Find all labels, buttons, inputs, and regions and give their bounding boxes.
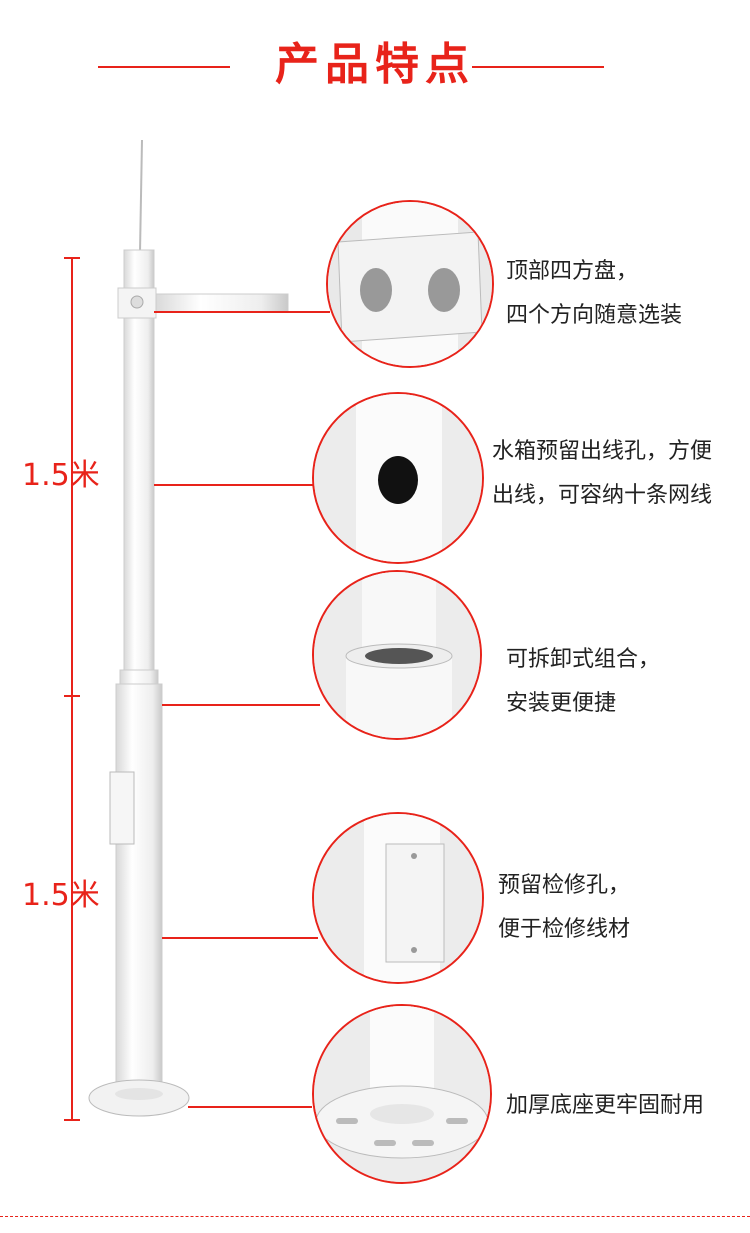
feature-line: 预留检修孔，	[498, 873, 631, 898]
detail-circle-inspection-hole	[312, 812, 484, 984]
detail-circle-detachable-joint	[312, 570, 482, 740]
title-left-line	[98, 66, 230, 68]
feature-line: 水箱预留出线孔，方便	[492, 439, 713, 464]
feature-line: 可拆卸式组合，	[506, 647, 661, 672]
feature-line: 安装更便捷	[506, 691, 617, 716]
bottom-divider	[0, 1216, 750, 1217]
feature-base: 加厚底座更牢固耐用	[506, 1084, 704, 1128]
feature-inspection-hole: 预留检修孔， 便于检修线材	[498, 864, 630, 952]
feature-line: 便于检修线材	[498, 917, 631, 942]
antenna	[139, 139, 143, 253]
feature-line: 四个方向随意选装	[506, 303, 683, 328]
title-right-line	[472, 66, 604, 68]
feature-line: 加厚底座更牢固耐用	[506, 1093, 705, 1118]
inspection-panel	[109, 771, 135, 845]
lower-pole	[115, 683, 163, 1095]
feature-line: 出线，可容纳十条网线	[492, 483, 713, 508]
feature-cable-hole: 水箱预留出线孔，方便 出线，可容纳十条网线	[492, 430, 712, 518]
pole-arm	[153, 293, 289, 313]
detail-circle-cable-hole	[312, 392, 484, 564]
detail-circle-top-plate	[326, 200, 494, 368]
dimension-lower-label: 1.5米	[22, 878, 100, 913]
dimension-line	[64, 257, 80, 1121]
feature-line: 顶部四方盘，	[506, 259, 639, 284]
upper-pole	[123, 317, 155, 679]
pole-top-cap	[123, 249, 155, 291]
dimension-upper-label: 1.5米	[22, 458, 100, 493]
detail-circle-base	[312, 1004, 492, 1184]
page-title: 产品特点	[275, 39, 475, 90]
leader-lines	[154, 311, 330, 1108]
feature-top-plate: 顶部四方盘， 四个方向随意选装	[506, 250, 682, 338]
feature-detachable: 可拆卸式组合， 安装更便捷	[506, 638, 660, 726]
